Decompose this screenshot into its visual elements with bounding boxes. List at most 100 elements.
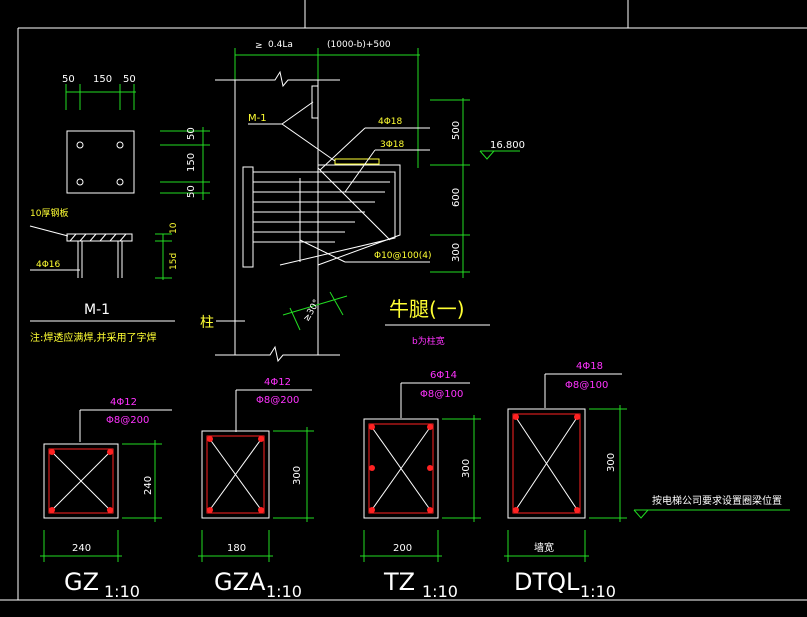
plate-outline [66,130,135,194]
gza-name: GZA [214,568,266,596]
plate-hole-3 [76,178,84,186]
gza-bar-3 [207,507,213,513]
corbel-detail: ≥ 0.4La (1000-b)+500 M-1 4Φ18 3Φ18 [200,40,525,363]
elevator-note-marker [633,509,650,519]
dtql-height: 300 [606,453,617,472]
embedded-plate-top [334,158,380,165]
corbel-bar-stirrup: Φ10@100(4) [374,251,431,261]
corbel-column-label: 柱 [200,315,214,331]
gz-stirrup: Φ8@200 [106,415,149,426]
corbel-bar-mid: 3Φ18 [380,140,405,150]
tz-scale: 1:10 [422,582,458,601]
gza-outline [201,430,270,519]
bar-top-leader [319,127,366,171]
corbel-dim-top-2: (1000-b)+500 [327,40,391,50]
tz-bar-6 [427,507,433,513]
dtql-scale: 1:10 [580,582,616,601]
angle-dim-ext-1 [289,307,301,331]
m1-leader-2 [281,123,336,162]
tz-stirrup: Φ8@100 [420,389,463,400]
dtql-rebar: 4Φ18 [576,361,603,372]
plate-dim-side-2: 150 [186,153,197,172]
corbel-dim-v-2: 600 [451,188,462,207]
angle-dim-ext-2 [329,291,344,316]
corbel-dim-v-3: 300 [451,243,462,262]
gz-bar-3 [49,507,55,513]
plate-note: 注:焊透应满焊,并采用了字焊 [30,331,157,344]
gza-rebar: 4Φ12 [264,377,291,388]
plate-hatch-6 [119,233,127,242]
plate-dim-top-3: 50 [123,74,136,85]
gza-height: 300 [292,466,303,485]
gza-bar-1 [207,436,213,442]
dtql-stirrup: Φ8@100 [565,380,608,391]
dtql-cross-2 [514,415,579,512]
plate-dim-side-1: 50 [186,127,197,140]
section-dtql: 4Φ18 Φ8@100 300 墙宽 DTQL 1:10 [504,361,627,601]
corbel-subtitle: b为柱宽 [412,335,445,347]
tz-stirrup-rect [368,423,434,514]
plate-hatch-5 [109,233,117,242]
tz-height: 300 [461,459,472,478]
corbel-dim-top-1: 0.4La [268,40,293,50]
plate-hatch-1 [69,233,77,242]
corbel-outline [317,164,401,266]
corbel-angle-dim: ≥30° [302,298,322,323]
embedded-plate-vertical [311,85,319,119]
column-break-top [215,70,340,88]
plate-dim-h-1: 10 [169,222,179,234]
corbel-ge-symbol: ≥ [255,41,263,51]
tz-cross-2 [370,425,432,512]
gza-stirrup-rect [206,435,265,514]
gz-cross-2 [50,450,112,512]
tz-bar-3 [369,465,375,471]
plate-dim-top-2: 150 [93,74,112,85]
stirrup-leader [299,239,346,263]
gza-cross-2 [208,437,263,512]
tz-rebar: 6Φ14 [430,370,457,381]
angle-dim-line [282,295,348,316]
corbel-elevation: 16.800 [490,140,525,151]
corbel-dim-v-1: 500 [451,121,462,140]
tz-bar-2 [427,424,433,430]
plate-dim-side-3: 50 [186,185,197,198]
elevation-marker [479,150,496,160]
gz-bar-1 [49,449,55,455]
gza-scale: 1:10 [266,582,302,601]
corbel-bar-top: 4Φ18 [378,117,403,127]
gza-stirrup: Φ8@200 [256,395,299,406]
dtql-bar-4 [574,507,580,513]
plate-detail: 50 150 50 50 150 50 10厚钢板 4Φ16 [29,74,210,344]
tz-width: 200 [393,543,412,554]
plate-label: 10厚钢板 [30,207,68,219]
gz-bar-2 [107,449,113,455]
corbel-m1-label: M-1 [248,113,267,124]
dtql-width: 墙宽 [534,541,554,554]
corbel-diagonal [317,167,391,241]
gz-outline [43,443,119,519]
gza-bar-2 [258,436,264,442]
gz-rebar: 4Φ12 [110,397,137,408]
gza-width: 180 [227,543,246,554]
plate-dim-top-1: 50 [62,74,75,85]
column-rebar-left [242,166,254,268]
dtql-name: DTQL [514,568,580,596]
plate-label-leader [29,225,69,237]
elevator-note-group: 按电梯公司要求设置圈梁位置 [633,494,790,519]
dtql-bar-2 [574,414,580,420]
tz-bar-1 [369,424,375,430]
plate-hatch-4 [99,233,107,242]
plate-hole-1 [76,141,84,149]
tz-bar-4 [427,465,433,471]
section-tz: 6Φ14 Φ8@100 300 200 TZ 1:10 [360,370,481,601]
plate-hatch-3 [89,233,97,242]
plate-hatch-2 [79,233,87,242]
tz-outline [363,418,439,519]
elevator-note: 按电梯公司要求设置圈梁位置 [652,494,782,507]
tz-bar-5 [369,507,375,513]
section-gz: 4Φ12 Φ8@200 240 240 GZ 1:10 [40,397,172,601]
tz-name: TZ [383,568,415,596]
plate-title: M-1 [84,302,110,318]
plate-hole-4 [116,178,124,186]
